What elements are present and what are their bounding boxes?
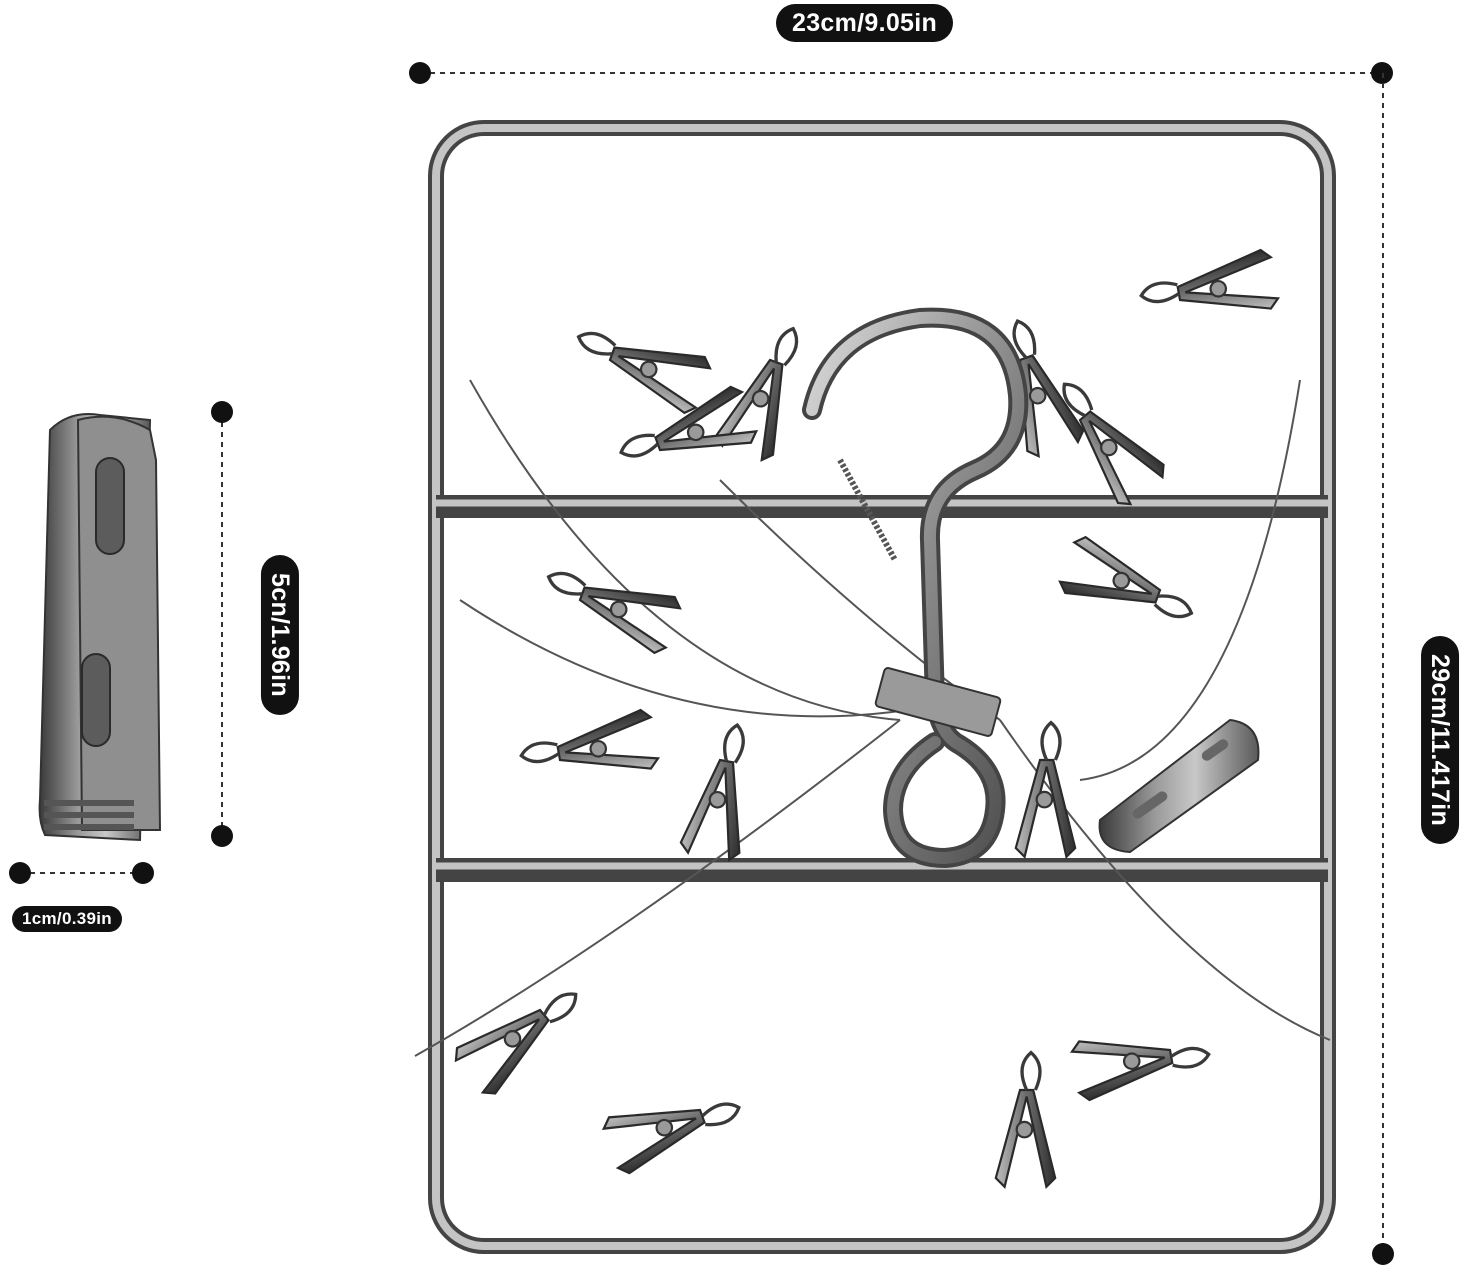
clothespins bbox=[448, 246, 1282, 1189]
clip-side-profile bbox=[1098, 718, 1260, 854]
height-dimension-line bbox=[1372, 73, 1394, 1265]
height-label: 29cm/11.417in bbox=[1421, 635, 1459, 845]
hanging-wires bbox=[414, 379, 1331, 1057]
width-label: 23cm/9.05in bbox=[776, 4, 954, 42]
clip-length-label: 5cn/1.96in bbox=[261, 555, 299, 715]
width-dimension-line bbox=[409, 62, 1393, 84]
height-label-wrapper: 29cm/11.417in bbox=[1340, 635, 1467, 845]
rack-frame bbox=[428, 120, 1336, 1254]
clip-width-dimension-line bbox=[9, 862, 154, 884]
s-hook-icon bbox=[802, 307, 1029, 869]
clip-width-label: 1cm/0.39in bbox=[12, 906, 122, 932]
clothespin-clip-icon bbox=[38, 413, 162, 842]
clip-length-dimension-line bbox=[211, 401, 233, 847]
clip-length-label-wrapper: 5cn/1.96in bbox=[180, 535, 380, 735]
